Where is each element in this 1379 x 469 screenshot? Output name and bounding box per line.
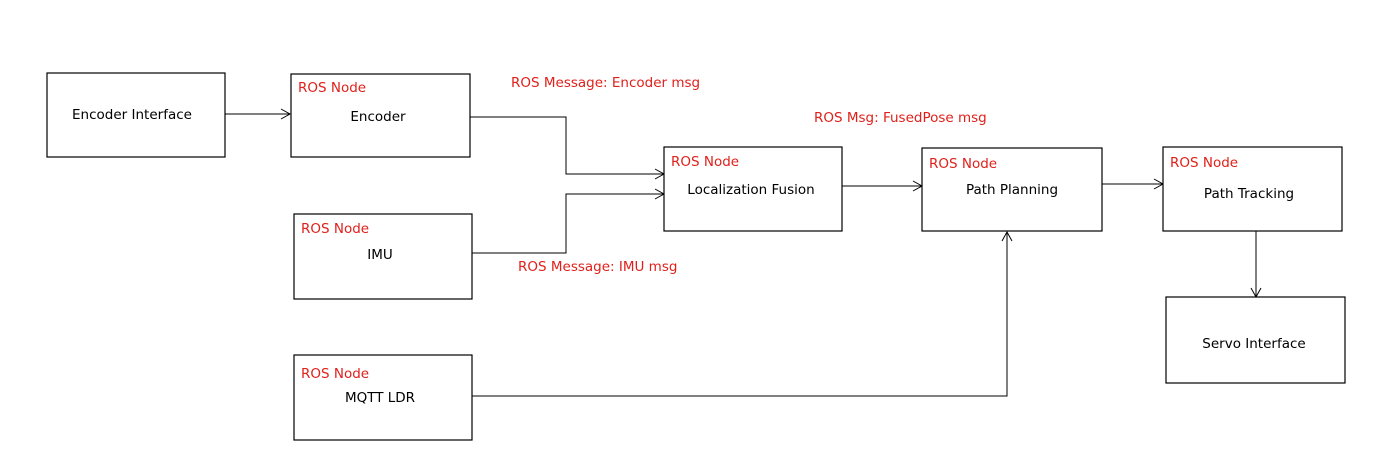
box-imu: ROS Node IMU [293, 213, 473, 300]
box-label: Path Planning [966, 182, 1058, 198]
node-tag: ROS Node [298, 80, 366, 96]
arrowhead-encoder-input [280, 108, 292, 120]
node-tag: ROS Node [301, 221, 369, 237]
edge-mqtt-to-path-planning [472, 232, 1008, 397]
box-localization-fusion: ROS Node Localization Fusion [663, 146, 843, 232]
box-label: IMU [367, 247, 393, 263]
edge-imu-to-localization [472, 193, 664, 254]
edge-encoder-to-localization [470, 116, 664, 175]
node-tag: ROS Node [929, 156, 997, 172]
node-tag: ROS Node [671, 154, 739, 170]
box-label: Encoder [350, 109, 406, 125]
box-encoder-interface: Encoder Interface [46, 72, 226, 158]
box-servo-interface: Servo Interface [1165, 296, 1346, 384]
box-mqtt-ldr: ROS Node MQTT LDR [293, 354, 473, 441]
box-encoder: ROS Node Encoder [290, 73, 471, 158]
message-label-encoder: ROS Message: Encoder msg [511, 75, 700, 91]
arrowhead-path-planning-from-mqtt [1001, 230, 1013, 242]
message-label-imu: ROS Message: IMU msg [518, 259, 677, 275]
node-tag: ROS Node [1170, 155, 1238, 171]
box-label: Localization Fusion [687, 182, 814, 198]
box-label: Path Tracking [1204, 186, 1294, 202]
box-label: Encoder Interface [72, 107, 192, 123]
box-label: Servo Interface [1202, 336, 1305, 352]
box-path-planning: ROS Node Path Planning [921, 147, 1103, 232]
message-label-fusedpose: ROS Msg: FusedPose msg [814, 110, 987, 126]
box-label: MQTT LDR [345, 390, 415, 406]
connectors [225, 108, 1262, 397]
box-path-tracking: ROS Node Path Tracking [1162, 146, 1343, 232]
node-tag: ROS Node [301, 366, 369, 382]
